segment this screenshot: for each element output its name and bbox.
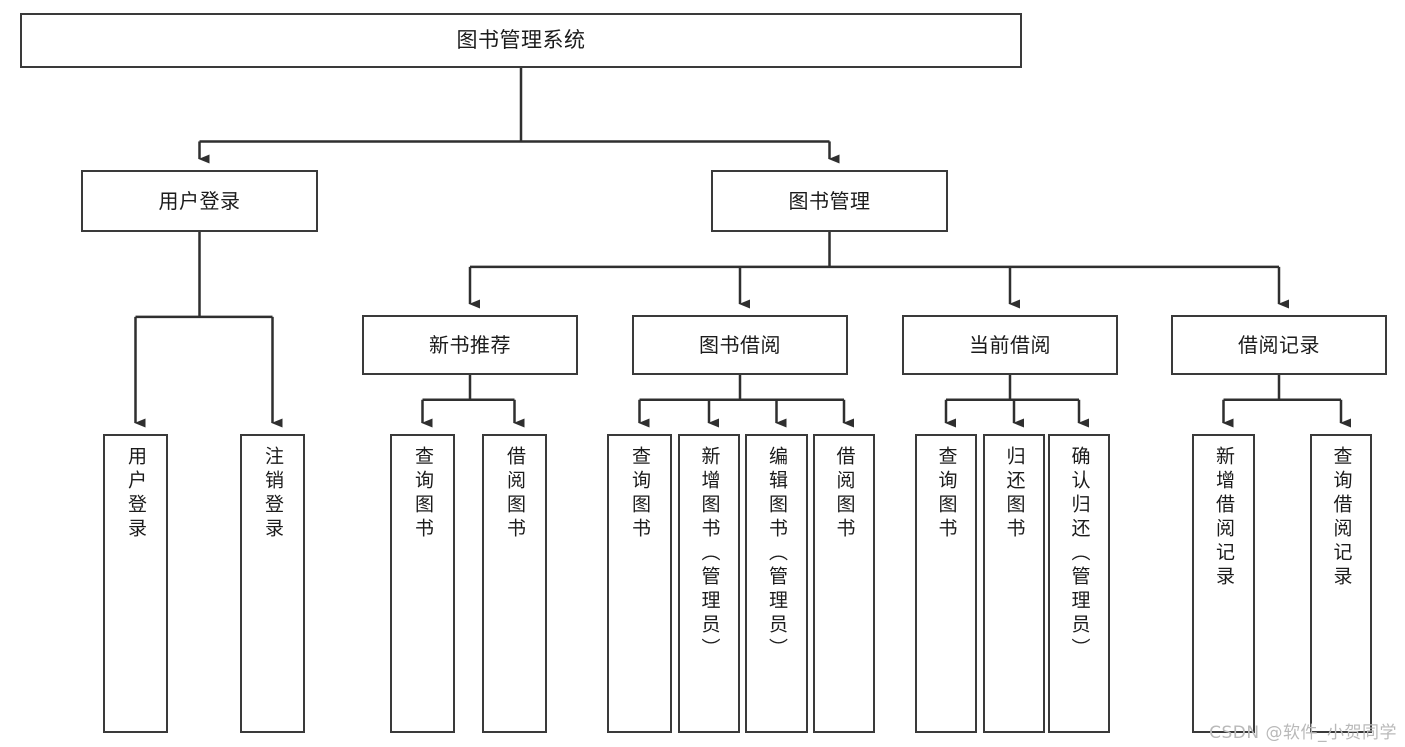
node-label: 图书管理 (788, 188, 871, 213)
node-label: 查询借阅记录 (1330, 446, 1353, 590)
node-label: 图书管理系统 (456, 28, 586, 53)
node-user-login[interactable]: 用户登录 (81, 170, 318, 232)
node-current-borrow[interactable]: 当前借阅 (902, 315, 1118, 375)
node-label: 借阅图书 (833, 446, 856, 542)
node-leaf-add-record[interactable]: 新增借阅记录 (1192, 434, 1255, 733)
node-label: 新书推荐 (429, 332, 511, 357)
node-label: 借阅图书 (504, 446, 526, 542)
node-leaf-query-book-3[interactable]: 查询图书 (915, 434, 977, 733)
edge-bus-book-manage (470, 232, 1279, 269)
edge-bus-current-borrow (946, 375, 1079, 402)
node-book-manage[interactable]: 图书管理 (711, 170, 948, 232)
node-label: 编辑图书（管理员） (766, 446, 788, 662)
node-leaf-return-book[interactable]: 归还图书 (983, 434, 1045, 733)
node-label: 归还图书 (1003, 446, 1026, 542)
node-new-book-rec[interactable]: 新书推荐 (362, 315, 578, 375)
edge-bus-root (199, 68, 830, 143)
node-label: 新增图书（管理员） (698, 446, 721, 662)
node-label: 图书借阅 (699, 332, 781, 357)
node-leaf-borrow-book-2[interactable]: 借阅图书 (813, 434, 875, 733)
node-label: 查询图书 (412, 446, 434, 542)
edge-paths (134, 68, 1351, 428)
edge-bus-user-login (135, 232, 273, 319)
node-label: 查询图书 (935, 446, 958, 542)
watermark-text: CSDN @软件_小贺同学 (1209, 723, 1397, 743)
node-leaf-user-login[interactable]: 用户登录 (103, 434, 168, 733)
node-label: 确认归还（管理员） (1068, 446, 1091, 662)
node-label: 查询图书 (629, 446, 651, 542)
node-root[interactable]: 图书管理系统 (20, 13, 1022, 68)
node-label: 注销登录 (262, 446, 284, 542)
node-leaf-logout[interactable]: 注销登录 (240, 434, 305, 733)
edge-bus-new-book-rec (422, 375, 515, 402)
node-label: 当前借阅 (969, 332, 1051, 357)
node-label: 借阅记录 (1238, 332, 1320, 357)
node-leaf-query-record[interactable]: 查询借阅记录 (1310, 434, 1372, 733)
node-label: 新增借阅记录 (1213, 446, 1235, 590)
node-leaf-add-book[interactable]: 新增图书（管理员） (678, 434, 740, 733)
node-leaf-edit-book[interactable]: 编辑图书（管理员） (745, 434, 808, 733)
edge-bus-borrow-record (1223, 375, 1341, 402)
node-leaf-query-book-1[interactable]: 查询图书 (390, 434, 455, 733)
node-label: 用户登录 (125, 446, 147, 542)
node-borrow-record[interactable]: 借阅记录 (1171, 315, 1387, 375)
edge-bus-book-borrow (639, 375, 844, 402)
node-label: 用户登录 (158, 188, 241, 213)
node-leaf-borrow-book-1[interactable]: 借阅图书 (482, 434, 547, 733)
node-leaf-query-book-2[interactable]: 查询图书 (607, 434, 672, 733)
node-book-borrow[interactable]: 图书借阅 (632, 315, 848, 375)
node-leaf-confirm-return[interactable]: 确认归还（管理员） (1048, 434, 1110, 733)
